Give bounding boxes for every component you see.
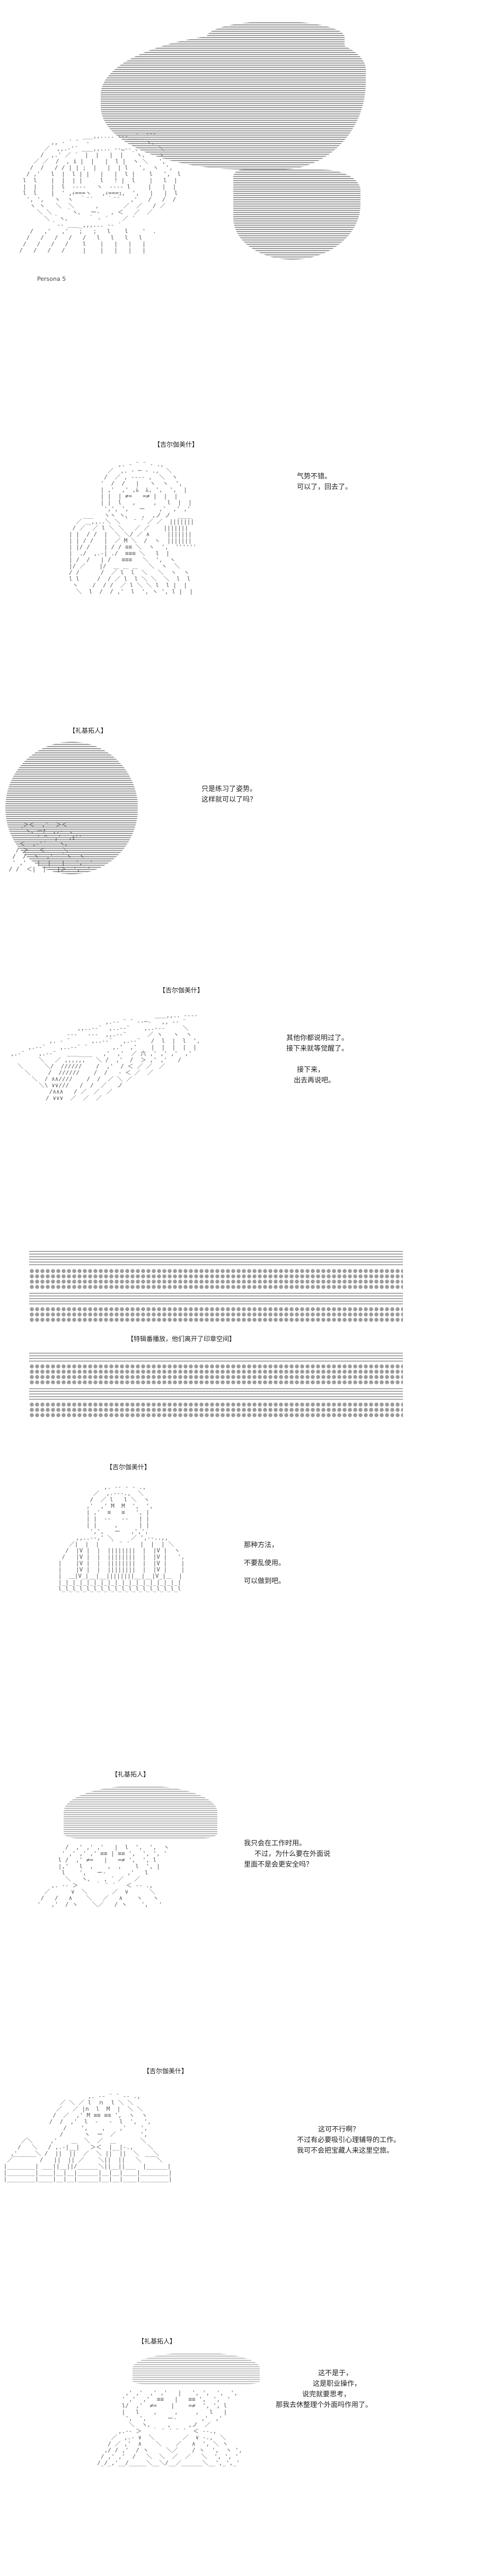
- speech-block: 这不是于， 这是职业操作， 说完就要思考， 那我去休整理个外面吗作用了。: [276, 2368, 372, 2411]
- logo-text: Persona 5: [37, 276, 66, 282]
- ascii-art-gilgamesh-4: ,. ‐‐ ¨ ¨ ‐‐ ., ／ ＼ ／ l ｎ l ＼ ＼ ／ ／ |n l…: [3, 2093, 172, 2182]
- panel-opening: ___,,.... --- ´ ̄ ̄ ̄ ,, - ´ ¨ ‐ ￣￣｀ヽ、 ／…: [0, 0, 501, 371]
- speech-block: 那种方法， 不要乱使用。 可以做到吧。: [244, 1536, 285, 1591]
- panel-gilgamesh-4: 【吉尔伽美什】 ,. ‐‐ ¨ ¨ ‐‐ ., ／ ＼ ／ l ｎ l ＼ ＼ …: [0, 2066, 501, 2310]
- speech-line: 这可不行啊？: [318, 2126, 360, 2134]
- speech-line: [286, 1054, 348, 1065]
- speech-line: 气势不错。: [297, 473, 332, 481]
- ascii-art-opening: ___,,.... --- ´ ̄ ̄ ̄ ,, - ´ ¨ ‐ ￣￣｀ヽ、 ／…: [19, 132, 181, 254]
- speech-block: 只是练习了姿势。 这样就可以了吗？: [201, 784, 257, 805]
- pattern-band-lines: [29, 1387, 403, 1400]
- ascii-art-takuto-1: ＞＜ ,' ＞＜ ｀ヽ、ーｧ ,.‐ ､ ' ^ ,' ,ｪ'' ＜ ,-'´ …: [8, 821, 93, 873]
- pattern-band-lines: [29, 1293, 403, 1304]
- ascii-art-gilgamesh-2: ＿＿,,.. -‐‐- ,.-‐ ¨ ¨ ‐‐─- ,, -‐ ¨ ,,..-‐…: [10, 1012, 200, 1102]
- hatched-head: [5, 742, 138, 874]
- ascii-art-takuto-3: ,' ,' ,' ,' | ', ', ', ', ' ,' ,' ≡≡ | ≡…: [97, 2390, 242, 2466]
- hatched-hair: [133, 2352, 260, 2384]
- pattern-band-dots: [29, 1268, 403, 1290]
- speech-line: 不过，为什么要在外面说: [254, 1850, 331, 1858]
- ascii-art-gilgamesh-1: ,. ‐ ¨ ¨ ‐ ., ／ ,. ‐ ─ ‐ ., ＼ / ／ , -‐‐-…: [69, 461, 197, 595]
- panel-gilgamesh-3: 【吉尔伽美什】 ,. -‐ ‐ - ., ／ ,.-‐-., ＼ / ／ l l…: [0, 1462, 501, 1759]
- scene-caption: 【特辑番播放，他们离开了印章空间】: [127, 1335, 236, 1343]
- speech-block: 我只会在工作时用。 不过，为什么要在外面说 里面不是会更安全吗？: [244, 1838, 330, 1870]
- hatched-hair-strand: [233, 170, 361, 260]
- pattern-band-dots: [29, 1307, 403, 1322]
- speech-line: 接下来，: [297, 1066, 325, 1074]
- speech-block: 气势不错。 可以了，回去了。: [297, 472, 352, 493]
- speech-line: 可以做到吧。: [244, 1577, 286, 1585]
- speaker-label: 【礼基拓人】: [69, 727, 108, 734]
- panel-gilgamesh-2: 【吉尔伽美什】 ＿＿,,.. -‐‐- ,.-‐ ¨ ¨ ‐‐─- ,, -‐ …: [0, 985, 501, 1219]
- speech-line: 不过有必要吸引心理辅导的工作。: [297, 2136, 401, 2144]
- pattern-band-dots: [29, 1402, 403, 1418]
- speech-line: 这不是于，: [318, 2369, 353, 2377]
- hatched-hair: [64, 1786, 217, 1838]
- panel-takuto-3: 【礼基拓人】 ,' ,' ,' ,' | ', ', ', ', ' ,' ,'…: [0, 2337, 501, 2576]
- speech-line: 我只会在工作时用。: [244, 1840, 306, 1847]
- hatched-hair-mass: [101, 32, 366, 170]
- speech-line: 只是练习了姿势。: [201, 785, 257, 793]
- transition-section: 【特辑番播放，他们离开了印章空间】: [0, 1250, 501, 1494]
- speech-line: 出去再说吧。: [294, 1077, 336, 1085]
- pattern-band-lines: [29, 1351, 403, 1362]
- speaker-label: 【礼基拓人】: [138, 2338, 177, 2345]
- ascii-art-takuto-2: / ,' ,' ,' | l ', ', ヽ ' ,' ,' ,' ≡≡ | ≡…: [37, 1844, 170, 1908]
- speech-line: 这是职业操作，: [313, 2380, 362, 2388]
- speaker-label: 【吉尔伽美什】: [106, 1463, 151, 1471]
- speech-line: 其他你都说明过了。: [286, 1034, 349, 1042]
- speaker-label: 【吉尔伽美什】: [143, 2067, 188, 2075]
- speaker-label: 【礼基拓人】: [111, 1771, 150, 1778]
- speech-line: 接下来就等觉醒了。: [286, 1045, 349, 1053]
- speech-block: 其他你都说明过了。 接下来就等觉醒了。 接下来， 出去再说吧。: [286, 1033, 348, 1086]
- pattern-band-dots: [29, 1364, 403, 1385]
- speech-block: 这可不行啊？ 不过有必要吸引心理辅导的工作。 我可不会把宝藏人来这里空旅。: [297, 2125, 400, 2156]
- speech-line: 不要乱使用。: [244, 1559, 286, 1567]
- speech-line: 那种方法，: [244, 1541, 279, 1549]
- speech-line: 这样就可以了吗？: [201, 796, 257, 804]
- speech-line: 我可不会把宝藏人来这里空旅。: [297, 2147, 394, 2155]
- speaker-label: 【吉尔伽美什】: [154, 441, 199, 448]
- speech-line: 说完就要思考，: [302, 2391, 351, 2399]
- pattern-band-lines: [29, 1250, 403, 1265]
- speech-line: 里面不是会更安全吗？: [244, 1861, 313, 1869]
- panel-takuto-1: 【礼基拓人】 ＞＜ ,' ＞＜ ｀ヽ、ーｧ ,.‐ ､ ' ^ ,' ,ｪ'' …: [0, 726, 501, 959]
- speech-line: 那我去休整理个外面吗作用了。: [276, 2401, 373, 2409]
- ascii-art-gilgamesh-3: ,. -‐ ‐ - ., ／ ,.-‐-., ＼ / ／ l l ＼ ヽ ,' …: [58, 1484, 185, 1592]
- hatched-hair-top: [207, 21, 345, 53]
- panel-gilgamesh-1: 【吉尔伽美什】 ,. ‐ ¨ ¨ ‐ ., ／ ,. ‐ ─ ‐ ., ＼ / …: [0, 440, 501, 705]
- speaker-label: 【吉尔伽美什】: [159, 987, 204, 994]
- speech-line: 可以了，回去了。: [297, 483, 353, 491]
- panel-takuto-2: 【礼基拓人】 / ,' ,' ,' | l ', ', ヽ ' ,' ,' ,'…: [0, 1770, 501, 2035]
